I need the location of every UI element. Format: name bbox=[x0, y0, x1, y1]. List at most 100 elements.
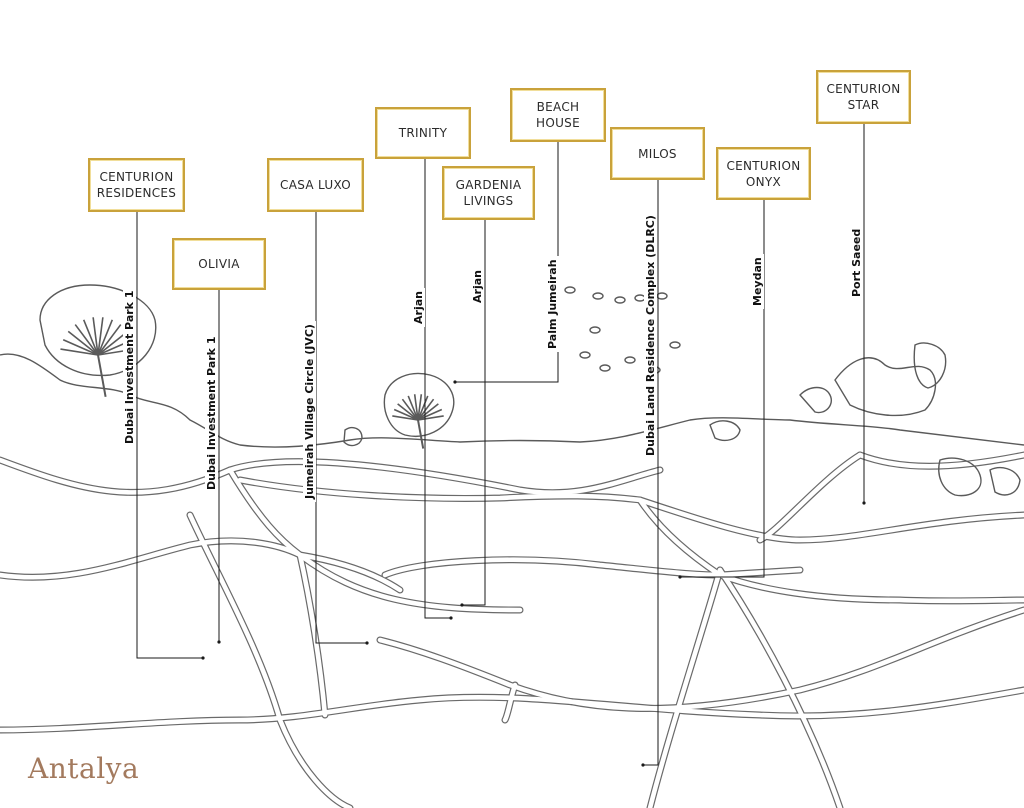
brand-logo: Antalya bbox=[28, 752, 140, 785]
leader-lines bbox=[136, 124, 866, 767]
location-label-casa-luxo: Jumeirah Village Circle (JVC) bbox=[303, 321, 316, 502]
location-label-gardenia-livings: Arjan bbox=[471, 267, 484, 306]
world-island-2 bbox=[614, 296, 626, 304]
coast-shape-6 bbox=[938, 457, 982, 497]
world-island-10 bbox=[589, 326, 601, 334]
palm-jumeirah-frond-5 bbox=[413, 394, 419, 421]
location-label-centurion-star: Port Saeed bbox=[850, 225, 863, 300]
location-pin-centurion-onyx bbox=[678, 575, 682, 579]
leader-line-casa-luxo bbox=[315, 212, 367, 644]
project-box-centurion-residences[interactable]: CENTURION RESIDENCES bbox=[88, 158, 185, 212]
location-label-centurion-onyx: Meydan bbox=[751, 254, 764, 309]
road-fill-12 bbox=[502, 682, 518, 723]
palm-jumeirah-frond-2 bbox=[397, 403, 419, 421]
palm-jumeirah-frond-9 bbox=[417, 403, 439, 421]
palm-jumeirah-frond-1 bbox=[393, 408, 419, 421]
location-pin-olivia bbox=[217, 640, 221, 644]
coast-shape-1 bbox=[39, 284, 157, 377]
road-fill-0 bbox=[0, 457, 663, 495]
road-fill-1 bbox=[227, 467, 523, 613]
palm-jebel-ali-frond-4 bbox=[82, 319, 99, 356]
leader-line-gardenia-livings bbox=[462, 220, 486, 606]
palm-jumeirah-frond-7 bbox=[417, 395, 429, 421]
palm-jebel-ali-frond-3 bbox=[74, 324, 99, 356]
leader-line-centurion-onyx bbox=[680, 200, 765, 578]
location-pin-milos bbox=[641, 763, 645, 767]
road-fill-6 bbox=[297, 552, 328, 718]
palm-jebel-ali-frond-5 bbox=[92, 317, 99, 356]
road-edge-5 bbox=[236, 476, 1024, 544]
project-box-centurion-star[interactable]: CENTURION STAR bbox=[816, 70, 911, 124]
road-fill-13 bbox=[637, 497, 723, 578]
coast-shape-2 bbox=[383, 372, 455, 437]
palm-jumeirah-frond-11 bbox=[417, 415, 444, 421]
palm-jebel-ali-frond-7 bbox=[97, 319, 114, 356]
palm-jebel-ali-frond-6 bbox=[97, 317, 104, 356]
road-fill-7 bbox=[0, 687, 1024, 733]
palm-jebel-ali-frond-9 bbox=[97, 330, 129, 356]
road-fill-9 bbox=[187, 512, 353, 808]
coast-shape-3 bbox=[834, 357, 937, 417]
road-edge-1 bbox=[226, 466, 524, 614]
location-label-trinity: Arjan bbox=[412, 288, 425, 327]
coastline bbox=[0, 284, 1024, 497]
road-fill-2 bbox=[0, 538, 403, 593]
coast-shape-5 bbox=[799, 386, 832, 414]
palm-jumeirah-frond-8 bbox=[417, 398, 435, 421]
road-fill-10 bbox=[647, 567, 723, 808]
palm-jebel-ali-frond-8 bbox=[97, 324, 122, 356]
project-box-gardenia-livings[interactable]: GARDENIA LIVINGS bbox=[442, 166, 535, 220]
location-pin-beach-house bbox=[453, 380, 457, 384]
location-pin-casa-luxo bbox=[365, 641, 369, 645]
location-pin-gardenia-livings bbox=[460, 603, 464, 607]
road-fill-4 bbox=[717, 572, 1024, 604]
project-box-trinity[interactable]: TRINITY bbox=[375, 107, 471, 159]
location-label-centurion-residences: Dubai Investment Park 1 bbox=[123, 287, 136, 447]
palm-jumeirah-frond-4 bbox=[407, 395, 419, 421]
road-fill-11 bbox=[717, 567, 843, 808]
location-label-olivia: Dubai Investment Park 1 bbox=[205, 333, 218, 493]
road-network bbox=[0, 451, 1024, 808]
leader-line-milos bbox=[643, 180, 659, 766]
project-box-milos[interactable]: MILOS bbox=[610, 127, 705, 180]
location-pin-trinity bbox=[449, 616, 453, 620]
project-box-casa-luxo[interactable]: CASA LUXO bbox=[267, 158, 364, 212]
road-fill-3 bbox=[382, 557, 803, 578]
leader-line-beach-house bbox=[455, 142, 559, 383]
palm-jebel-ali-trunk bbox=[97, 354, 107, 397]
palm-jumeirah-frond-6 bbox=[417, 394, 423, 421]
world-island-6 bbox=[599, 364, 611, 372]
road-fill-14 bbox=[757, 452, 863, 543]
palm-jumeirah bbox=[392, 394, 444, 449]
palm-jebel-ali bbox=[60, 317, 136, 397]
project-box-centurion-onyx[interactable]: CENTURION ONYX bbox=[716, 147, 811, 200]
world-island-0 bbox=[564, 286, 576, 294]
world-island-5 bbox=[579, 351, 591, 359]
coast-shape-0 bbox=[0, 353, 1024, 448]
world-island-9 bbox=[669, 341, 681, 349]
road-fill-15 bbox=[857, 452, 1024, 469]
palm-jebel-ali-frond-1 bbox=[62, 338, 99, 356]
palm-jebel-ali-frond-2 bbox=[67, 330, 99, 356]
palm-jumeirah-frond-0 bbox=[392, 415, 419, 421]
location-label-beach-house: Palm Jumeirah bbox=[546, 256, 559, 352]
project-box-olivia[interactable]: OLIVIA bbox=[172, 238, 266, 290]
palm-jumeirah-trunk bbox=[417, 419, 425, 449]
world-island-1 bbox=[592, 292, 604, 300]
location-pin-centurion-star bbox=[862, 501, 866, 505]
coast-shape-9 bbox=[343, 426, 363, 447]
leader-line-centurion-residences bbox=[136, 212, 203, 659]
palm-jebel-ali-frond-0 bbox=[60, 348, 99, 356]
coast-shape-7 bbox=[989, 467, 1021, 496]
project-box-beach-house[interactable]: BEACH HOUSE bbox=[510, 88, 606, 142]
coast-shape-8 bbox=[709, 420, 741, 442]
leader-line-trinity bbox=[424, 159, 451, 619]
location-label-milos: Dubai Land Residence Complex (DLRC) bbox=[644, 212, 657, 459]
location-pin-centurion-residences bbox=[201, 656, 205, 660]
road-fill-8 bbox=[377, 607, 1024, 711]
world-island-4 bbox=[656, 292, 668, 300]
world-island-7 bbox=[624, 356, 636, 364]
palm-jumeirah-frond-10 bbox=[417, 408, 443, 421]
